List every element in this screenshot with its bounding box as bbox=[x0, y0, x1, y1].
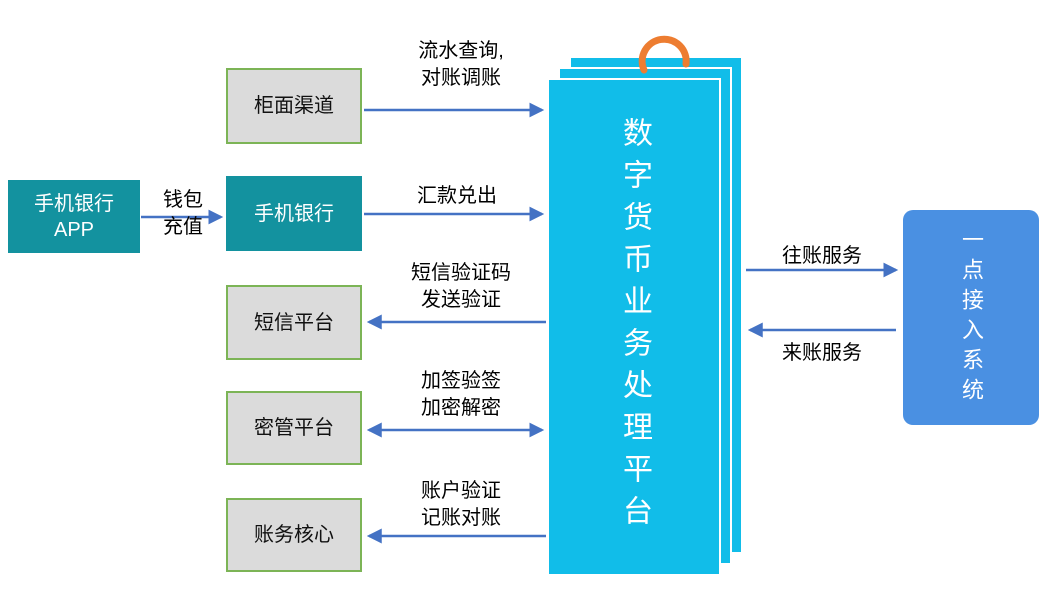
edge-label-sign-encrypt: 加签验签 加密解密 bbox=[421, 370, 501, 419]
platform-label-text: 数字货币业务处理平台 bbox=[618, 117, 651, 537]
node-digital-currency-platform: 数字货币业务处理平台 bbox=[547, 78, 721, 576]
node-key-management-platform: 密管平台 bbox=[226, 391, 362, 465]
node-mobile-banking: 手机银行 bbox=[226, 176, 362, 251]
edge-label-sms-verification: 短信验证码 发送验证 bbox=[411, 262, 511, 311]
node-label: APP bbox=[53, 218, 95, 241]
node-label: 手机银行 bbox=[254, 202, 334, 225]
platform-stack-layer-front bbox=[547, 78, 721, 576]
edge-label-wallet-topup: 钱包 充值 bbox=[163, 189, 203, 238]
loop-arrow-icon bbox=[638, 35, 690, 74]
node-counter-channel: 柜面渠道 bbox=[226, 68, 362, 144]
node-label: 手机银行 bbox=[34, 192, 114, 215]
node-mobile-banking-app: 手机银行 APP bbox=[8, 180, 140, 253]
edge-label-remittance: 汇款兑出 bbox=[417, 185, 497, 207]
node-accounting-core: 账务核心 bbox=[226, 498, 362, 572]
node-label: 密管平台 bbox=[254, 417, 334, 439]
node-label: 账务核心 bbox=[254, 524, 334, 546]
edge-label-outgoing-service: 往账服务 bbox=[782, 245, 862, 267]
node-label: 柜面渠道 bbox=[254, 95, 334, 117]
edge-label-flow-query: 流水查询, 对账调账 bbox=[418, 40, 504, 89]
edge-label-incoming-service: 来账服务 bbox=[782, 342, 862, 364]
access-label-text: 一点接入系统 bbox=[959, 227, 984, 408]
edge-label-account-verify: 账户验证 记账对账 bbox=[421, 480, 501, 529]
node-label: 短信平台 bbox=[254, 311, 334, 334]
node-sms-platform: 短信平台 bbox=[226, 285, 362, 360]
node-single-point-access-system: 一点接入系统 bbox=[903, 210, 1039, 425]
